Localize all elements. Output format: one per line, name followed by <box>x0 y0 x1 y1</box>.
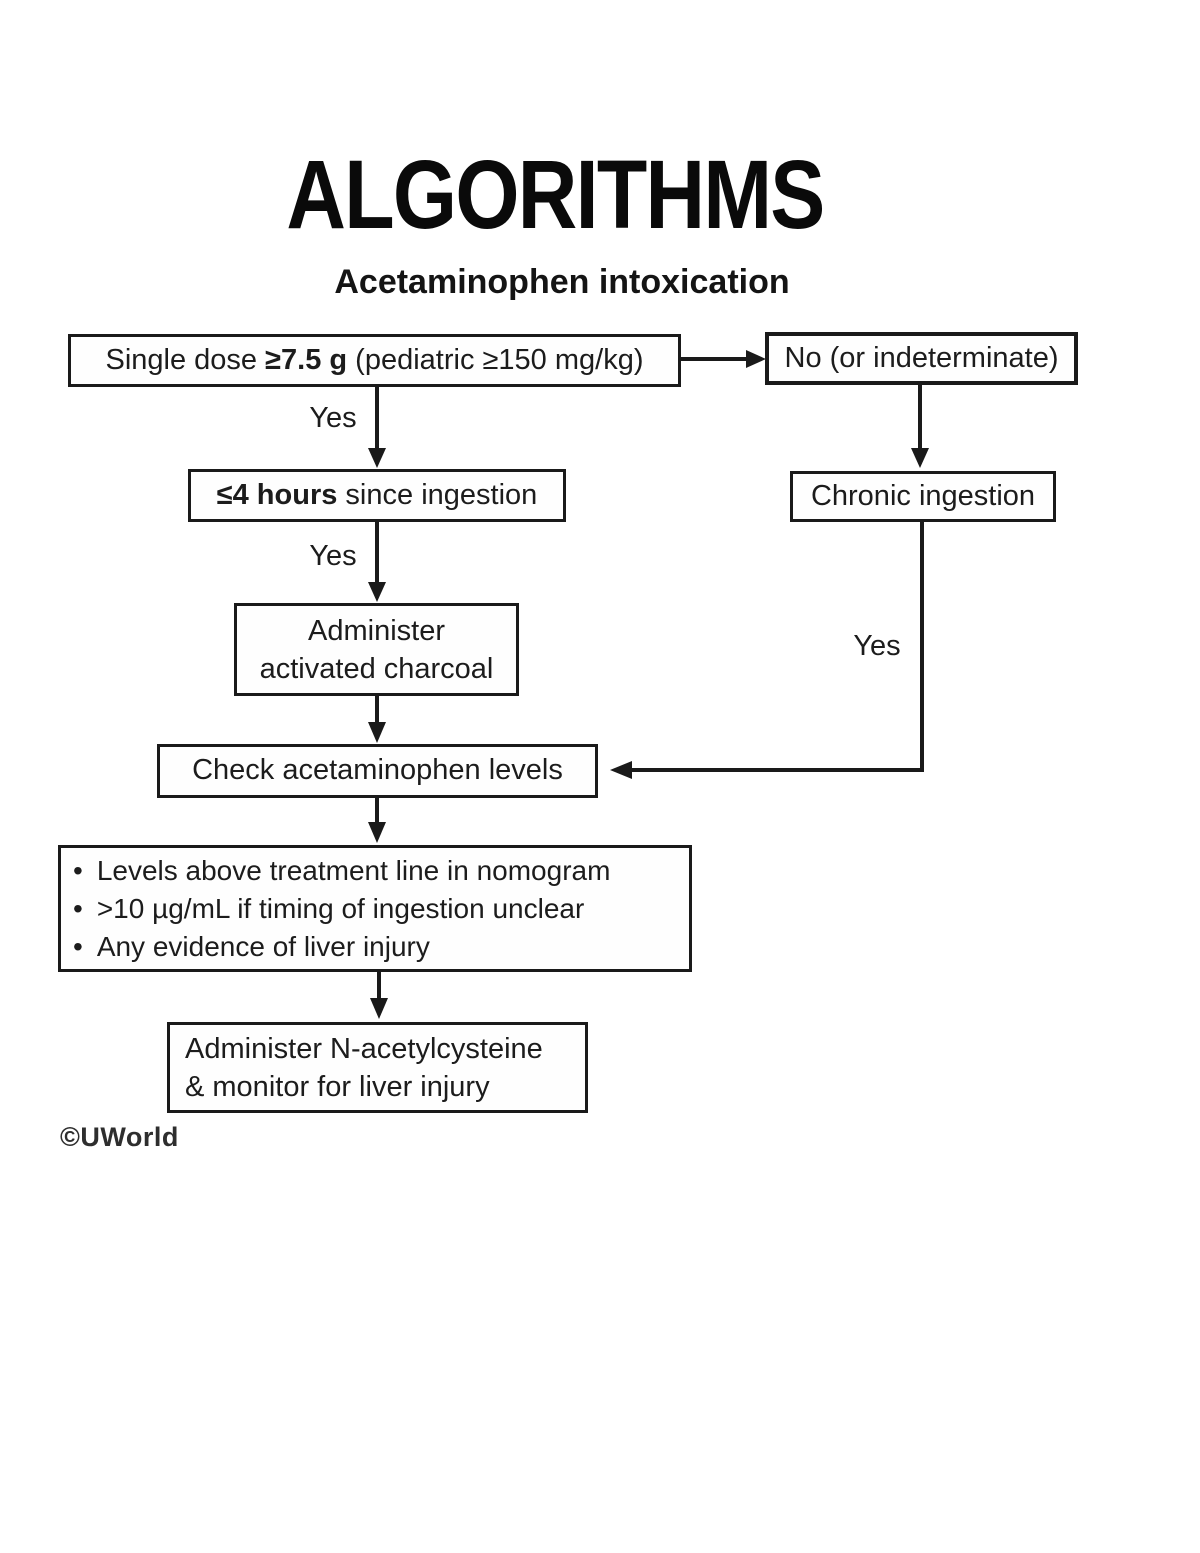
node-four-hours: ≤4 hours since ingestion <box>188 469 566 522</box>
node-single-dose: Single dose ≥7.5 g (pediatric ≥150 mg/kg… <box>68 334 681 387</box>
node-nac-line1: Administer N-acetylcysteine <box>185 1032 543 1065</box>
label-yes-single-dose: Yes <box>309 402 357 434</box>
node-criteria: • Levels above treatment line in nomogra… <box>58 845 692 972</box>
criteria-item-text: >10 µg/mL if timing of ingestion unclear <box>96 892 585 924</box>
bullet-icon: • <box>73 930 83 962</box>
arrow-single-dose-to-no <box>681 350 766 368</box>
node-chronic-ingestion-text: Chronic ingestion <box>810 479 1036 512</box>
label-yes-four-hours: Yes <box>309 540 357 572</box>
node-single-dose-text-bold: ≥7.5 g <box>265 343 348 376</box>
arrow-no-to-chronic <box>911 384 929 468</box>
node-single-dose-text-post: (pediatric ≥150 mg/kg) <box>347 343 644 376</box>
node-charcoal: Administer activated charcoal <box>234 603 519 696</box>
criteria-item-text: Any evidence of liver injury <box>96 930 430 962</box>
node-four-hours-text-bold: ≤4 hours <box>216 478 338 511</box>
node-chronic-ingestion: Chronic ingestion <box>790 471 1056 522</box>
label-yes-chronic: Yes <box>853 630 901 662</box>
criteria-item: • Any evidence of liver injury <box>73 928 430 966</box>
node-single-dose-text-pre: Single dose <box>105 343 266 376</box>
node-nac: Administer N-acetylcysteine & monitor fo… <box>167 1022 588 1113</box>
criteria-item: • >10 µg/mL if timing of ingestion uncle… <box>73 890 584 928</box>
node-check-levels-text: Check acetaminophen levels <box>192 754 563 787</box>
node-four-hours-text-post: since ingestion <box>337 478 538 511</box>
uworld-credit: ©UWorld <box>60 1122 179 1152</box>
node-no-indeterminate: No (or indeterminate) <box>765 332 1078 385</box>
node-charcoal-line2: activated charcoal <box>259 652 494 685</box>
bullet-icon: • <box>73 854 83 886</box>
criteria-item-text: Levels above treatment line in nomogram <box>96 854 611 886</box>
node-nac-line2: & monitor for liver injury <box>185 1070 490 1103</box>
page-title-text: ALGORITHMS <box>286 140 825 249</box>
arrow-charcoal-to-check-levels <box>368 695 386 743</box>
arrow-criteria-to-nac <box>370 971 388 1019</box>
page-title: ALGORITHMS <box>0 146 1110 243</box>
bullet-icon: • <box>73 892 83 924</box>
node-charcoal-line1: Administer <box>308 614 445 647</box>
criteria-item: • Levels above treatment line in nomogra… <box>73 852 610 890</box>
node-no-indeterminate-text: No (or indeterminate) <box>784 341 1059 374</box>
node-check-levels: Check acetaminophen levels <box>157 744 598 798</box>
diagram-subtitle: Acetaminophen intoxication <box>334 263 790 301</box>
arrow-check-levels-to-criteria <box>368 797 386 843</box>
